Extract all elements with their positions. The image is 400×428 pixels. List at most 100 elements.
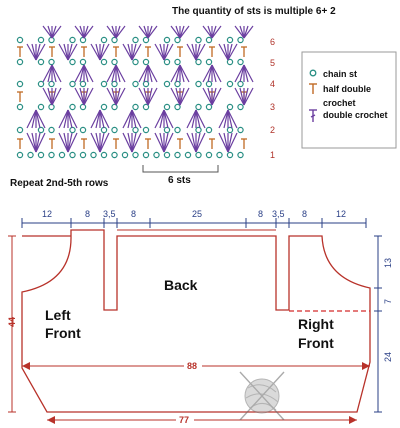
dc-stitch-mark — [83, 64, 94, 83]
chain-stitch-mark — [174, 126, 181, 134]
dc-stitch-mark — [227, 132, 233, 153]
dc-stitch-mark — [211, 25, 217, 39]
chain-stitch-icon — [309, 69, 317, 77]
dc-stitch-mark — [234, 64, 245, 83]
label-left-front-line2: Front — [45, 325, 81, 341]
chain-stitch-mark — [142, 36, 150, 44]
dc-stitch-mark — [127, 132, 133, 153]
dc-stitch-mark — [186, 43, 197, 61]
dc-stitch-mark — [163, 109, 169, 129]
dc-stitch-mark — [211, 25, 222, 39]
dc-stitch-mark — [170, 64, 181, 83]
chain-stitch-mark — [37, 126, 45, 134]
dc-stitch-mark — [243, 87, 249, 106]
dc-stitch-mark — [147, 87, 158, 106]
dc-stitch-mark — [115, 25, 121, 39]
dim-top-8-d: 8 — [302, 209, 307, 219]
dc-stitch-mark — [234, 87, 245, 106]
dc-stitch-mark — [95, 109, 101, 129]
dc-stitch-mark — [223, 43, 229, 61]
dc-stitch-mark — [195, 109, 206, 129]
dc-stitch-mark — [99, 109, 105, 129]
dc-stitch-mark — [127, 109, 133, 129]
chain-stitch-mark — [37, 151, 45, 159]
dc-stitch-mark — [115, 64, 121, 83]
stitch-chart — [16, 25, 254, 159]
dc-stitch-mark — [122, 109, 133, 129]
chain-stitch-mark — [16, 126, 24, 134]
row-number-3: 3 — [270, 102, 275, 112]
chain-stitch-mark — [153, 151, 160, 159]
dc-stitch-mark — [47, 64, 53, 83]
dc-stitch-mark — [106, 64, 117, 83]
dc-stitch-mark — [26, 109, 37, 129]
dc-stitch-mark — [179, 25, 185, 39]
dim-top-8-c: 8 — [258, 209, 263, 219]
dc-stitch-mark — [111, 87, 117, 106]
dc-stitch-mark — [175, 25, 181, 39]
dc-stitch-mark — [227, 43, 233, 61]
dc-stitch-mark — [83, 87, 89, 106]
chain-stitch-mark — [132, 103, 139, 111]
dc-stitch-mark — [67, 43, 73, 61]
chain-stitch-mark — [237, 80, 244, 88]
chain-stitch-mark — [48, 151, 55, 159]
dc-stitch-mark — [131, 132, 142, 153]
dc-stitch-mark — [143, 64, 149, 83]
dc-stitch-mark — [186, 109, 197, 129]
dim-top-25: 25 — [192, 209, 202, 219]
chain-stitch-mark — [79, 36, 87, 44]
chain-stitch-mark — [16, 36, 24, 44]
dc-stitch-mark — [179, 87, 185, 106]
dc-stitch-mark — [79, 25, 85, 39]
row-number-4: 4 — [270, 79, 275, 89]
dc-stitch-mark — [207, 87, 213, 106]
chain-stitch-mark — [205, 103, 213, 111]
dc-stitch-mark — [179, 25, 190, 39]
chain-stitch-mark — [58, 151, 66, 159]
legend-label-chain: chain st — [323, 69, 357, 79]
chain-stitch-mark — [111, 58, 118, 66]
legend-box — [301, 51, 397, 149]
dc-stitch-mark — [131, 109, 137, 129]
chain-stitch-mark — [205, 126, 213, 134]
dc-stitch-mark — [202, 64, 213, 83]
chain-stitch-mark — [79, 58, 87, 66]
chain-stitch-mark — [111, 103, 118, 111]
dc-stitch-mark — [115, 25, 126, 39]
dc-stitch-mark — [74, 87, 85, 106]
chain-stitch-mark — [237, 103, 244, 111]
dc-stitch-mark — [211, 87, 217, 106]
dc-stitch-mark — [35, 43, 46, 61]
chain-stitch-mark — [226, 126, 234, 134]
chain-stitch-mark — [37, 36, 45, 44]
dc-stitch-mark — [74, 64, 85, 83]
dc-stitch-mark — [223, 132, 229, 153]
chain-stitch-mark — [111, 126, 118, 134]
chain-stitch-mark — [90, 151, 97, 159]
dc-stitch-mark — [51, 87, 57, 106]
repeat-rows-note: Repeat 2nd-5th rows — [10, 178, 109, 189]
dc-stitch-mark — [154, 109, 165, 129]
dc-stitch-mark — [90, 109, 101, 129]
dc-stitch-mark — [170, 25, 181, 39]
row-number-5: 5 — [270, 58, 275, 68]
dc-stitch-mark — [239, 25, 245, 39]
chain-stitch-mark — [111, 36, 118, 44]
dim-top-3-5-right: 3,5 — [272, 209, 285, 219]
dc-stitch-mark — [99, 43, 110, 61]
chain-stitch-mark — [195, 151, 202, 159]
dc-stitch-mark — [111, 64, 117, 83]
dc-stitch-mark — [195, 132, 201, 153]
chain-stitch-mark — [226, 58, 234, 66]
legend-label-crochet: crochet — [323, 98, 356, 108]
dc-stitch-mark — [83, 25, 94, 39]
dc-stitch-mark — [67, 132, 73, 153]
chain-stitch-mark — [195, 80, 202, 88]
dc-stitch-mark — [42, 87, 53, 106]
chain-stitch-mark — [132, 36, 139, 44]
chart-title: The quantity of sts is multiple 6+ 2 — [172, 6, 336, 17]
chain-stitch-mark — [16, 103, 24, 111]
dc-stitch-mark — [131, 43, 137, 61]
dc-stitch-mark — [154, 43, 165, 61]
